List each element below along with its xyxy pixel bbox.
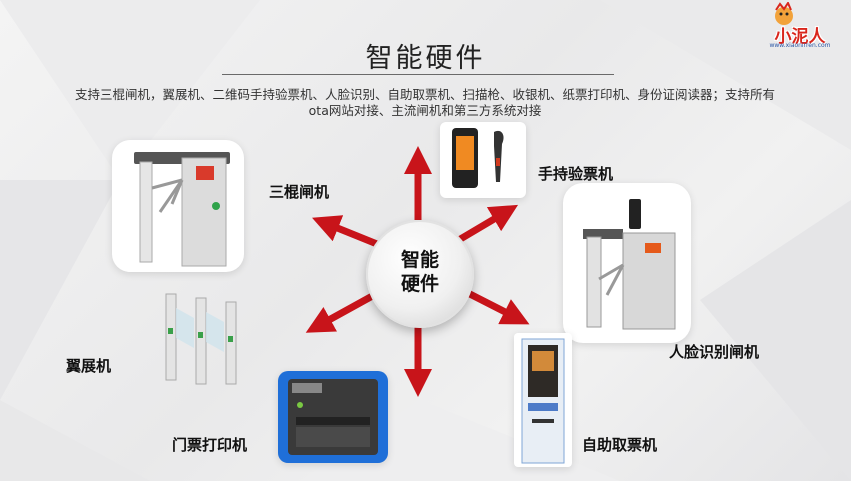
handheld-scanner-image (452, 128, 504, 188)
kiosk-card (514, 333, 572, 467)
label-face-gate: 人脸识别闸机 (669, 343, 760, 361)
wing-gate-image (165, 293, 237, 385)
page-title: 智能硬件 (365, 43, 486, 74)
handheld-card (440, 122, 526, 198)
brand-logo: 小泥人 www.xiaonirren.com (764, 2, 836, 56)
logo-url: www.xiaonirren.com (769, 42, 831, 49)
arrow-lower-left (305, 290, 378, 333)
label-tripod-turnstile: 三棍闸机 (269, 183, 330, 201)
ticket-printer-image (288, 379, 378, 455)
tripod-turnstile-card (112, 140, 244, 272)
label-kiosk: 自助取票机 (582, 436, 658, 454)
self-service-kiosk-image (521, 338, 565, 464)
title-divider (222, 74, 614, 75)
arrow-lower-right (460, 286, 530, 325)
center-line2: 硬件 (400, 273, 439, 295)
center-hub: 智能 硬件 (366, 220, 474, 328)
logo-name: 小泥人 (774, 27, 826, 47)
center-line1: 智能 (400, 249, 439, 271)
face-recognition-gate-image (583, 199, 676, 330)
arrow-upper-left (312, 215, 384, 250)
page-description: 支持三棍闸机，翼展机、二维码手持验票机、人脸识别、自助取票机、扫描枪、收银机、纸… (74, 87, 775, 118)
mascot-icon (775, 2, 793, 25)
label-printer: 门票打印机 (172, 436, 248, 454)
tripod-turnstile-image (134, 152, 230, 267)
face-gate-card (563, 183, 691, 343)
printer-card (278, 371, 388, 463)
label-handheld: 手持验票机 (538, 165, 614, 183)
label-wing-gate: 翼展机 (66, 357, 112, 375)
